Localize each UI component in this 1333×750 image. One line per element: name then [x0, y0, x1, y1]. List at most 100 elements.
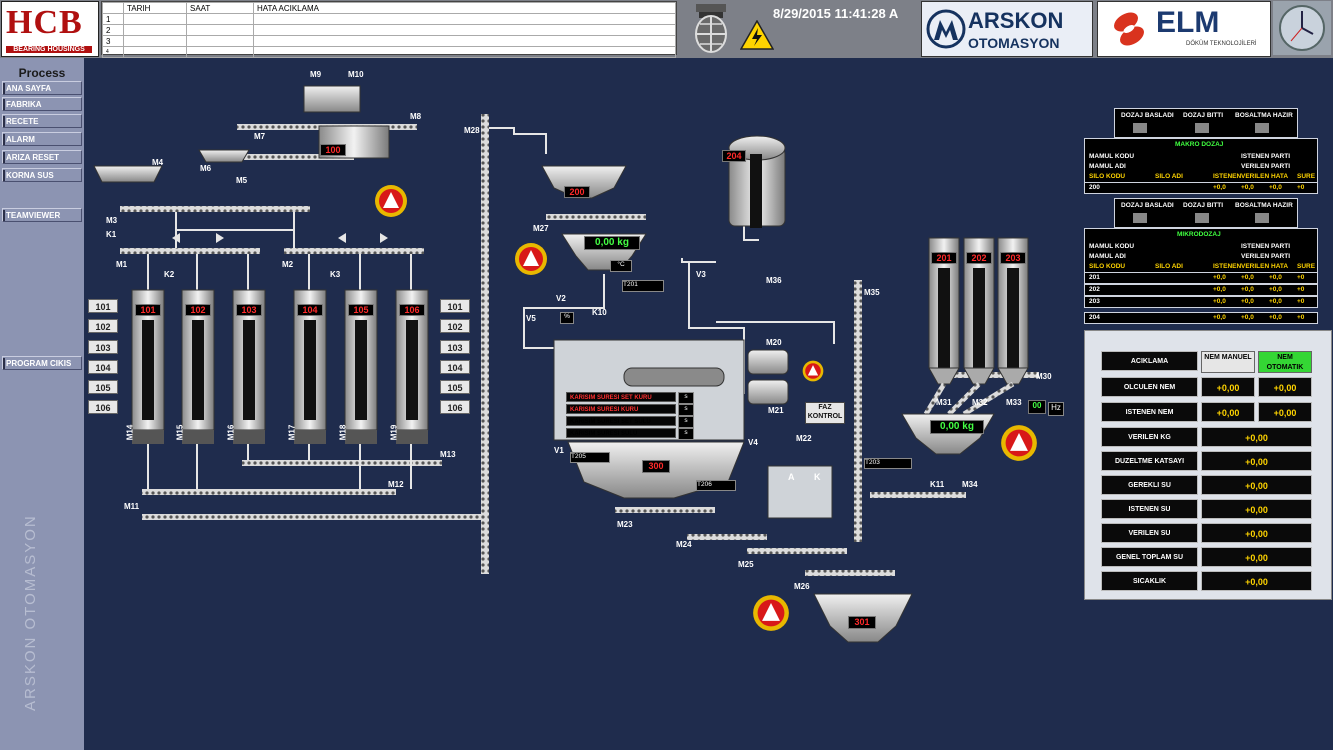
arskon-title: ARSKON: [968, 8, 1064, 33]
dosing-label: DOZAJ BASLADI: [1121, 112, 1174, 119]
motor-label: M4: [152, 158, 164, 167]
mikro-row[interactable]: 201 +0,0 +0,0 +0,0 +0: [1084, 272, 1318, 284]
motor-label: V3: [696, 270, 706, 279]
table-row[interactable]: 1: [102, 13, 676, 25]
mikro-row[interactable]: 203 +0,0 +0,0 +0,0 +0: [1084, 296, 1318, 308]
sidebar-item-fabrika[interactable]: FABRIKA: [2, 97, 82, 111]
arrow-right-icon[interactable]: [214, 232, 226, 244]
alarm-horn-icon[interactable]: [802, 360, 824, 382]
silo-tag-left[interactable]: 105: [88, 380, 118, 394]
mikro-row-value: +0: [1297, 298, 1305, 305]
motor-label: V1: [554, 446, 564, 455]
mikro-row-value: +0,0: [1213, 286, 1226, 293]
mikro-row[interactable]: 204 +0,0 +0,0 +0,0 +0: [1084, 312, 1318, 324]
nem-row-value[interactable]: +0,00: [1201, 377, 1255, 397]
mikro-row[interactable]: 202 +0,0 +0,0 +0,0 +0: [1084, 284, 1318, 296]
t205-label: T205: [570, 452, 610, 463]
motor-label: K11: [930, 480, 945, 489]
nem-row-value[interactable]: +0,00: [1201, 499, 1312, 519]
alarm-horn-icon[interactable]: [514, 242, 548, 276]
conveyor-m3: [120, 206, 310, 212]
motor-label: V5: [526, 314, 536, 323]
alarm-horn-icon[interactable]: [752, 594, 790, 632]
silo-tag-right[interactable]: 101: [440, 299, 470, 313]
nem-manual-button[interactable]: NEM MANUEL: [1201, 351, 1255, 373]
valve-label-a: A: [788, 472, 795, 482]
silo-tag-left[interactable]: 104: [88, 360, 118, 374]
valve-label-k: K: [814, 472, 821, 482]
dosing-indicator: [1255, 123, 1269, 133]
nem-row-value[interactable]: +0,00: [1201, 523, 1312, 543]
faz-kontrol-button[interactable]: FAZ KONTROL: [805, 402, 845, 424]
alarm-horn-icon[interactable]: [1000, 424, 1038, 462]
table-row[interactable]: 2: [102, 24, 676, 36]
silo-tag-right[interactable]: 103: [440, 340, 470, 354]
arskon-logo: ARSKON OTOMASYON: [921, 1, 1093, 57]
tank-display-204: 204: [722, 150, 746, 162]
silo-group: [131, 289, 429, 444]
alarm-log-table[interactable]: TARIH SAAT HATA ACIKLAMA 1 2 3 4: [101, 1, 677, 58]
nem-auto-button[interactable]: NEM OTOMATIK: [1258, 351, 1312, 373]
motor-label: M14: [125, 424, 135, 441]
sidebar-item-alarm[interactable]: ALARM: [2, 132, 82, 146]
table-row[interactable]: 4: [102, 46, 676, 58]
temp-unit: °C: [610, 260, 632, 272]
sidebar-item-korna-sus[interactable]: KORNA SUS: [2, 168, 82, 182]
conveyor-m13: [242, 460, 442, 466]
makro-left-label: MAMUL ADI: [1089, 163, 1126, 170]
nem-row-value[interactable]: +0,00: [1201, 451, 1312, 471]
mikro-header: SILO KODU: [1089, 263, 1126, 270]
silo-tag-right[interactable]: 102: [440, 319, 470, 333]
motor-label: M30: [1036, 372, 1052, 381]
motor-label: M13: [440, 450, 456, 459]
nem-row-value[interactable]: +0,00: [1258, 377, 1312, 397]
mikro-row-value: +0,0: [1213, 314, 1226, 321]
sidebar-item-teamviewer[interactable]: TEAMVIEWER: [2, 208, 82, 222]
silo-tag-left[interactable]: 103: [88, 340, 118, 354]
makro-dozaj-panel: MAKRO DOZAJ MAMUL KODU MAMUL ADI ISTENEN…: [1084, 138, 1318, 184]
makro-header: ISTENEN: [1213, 173, 1242, 180]
sidebar-item-recete[interactable]: RECETE: [2, 114, 82, 128]
conveyor-m26: [805, 570, 895, 576]
nem-row-value[interactable]: +0,00: [1201, 427, 1312, 447]
mikro-header: SILO ADI: [1155, 263, 1183, 270]
silo-tag-right[interactable]: 106: [440, 400, 470, 414]
silo-tag-left[interactable]: 106: [88, 400, 118, 414]
arrow-right-icon[interactable]: [378, 232, 390, 244]
mix-status-label: KARISIM SURESI SET KURU: [570, 395, 652, 401]
arrow-left-icon[interactable]: [336, 232, 348, 244]
makro-row[interactable]: 200 +0,0 +0,0 +0,0 +0: [1084, 182, 1318, 194]
sidebar-item-program-cikis[interactable]: PROGRAM CIKIS: [2, 356, 82, 370]
dosing-indicator: [1195, 123, 1209, 133]
motor-label: M35: [864, 288, 880, 297]
makro-right-label: ISTENEN PARTI: [1241, 153, 1290, 160]
dosing-indicator: [1195, 213, 1209, 223]
motor-label: M31: [936, 398, 952, 407]
mikro-left-label: MAMUL KODU: [1089, 243, 1135, 250]
nem-row-value[interactable]: +0,00: [1201, 402, 1255, 422]
silo-tag-right[interactable]: 104: [440, 360, 470, 374]
sidebar-item-ariza-reset[interactable]: ARIZA RESET: [2, 150, 82, 164]
nem-row-value[interactable]: +0,00: [1201, 547, 1312, 567]
nem-row-value[interactable]: +0,00: [1258, 402, 1312, 422]
motor-label: M32: [972, 398, 988, 407]
silo-tag-right[interactable]: 105: [440, 380, 470, 394]
table-row[interactable]: 3: [102, 35, 676, 47]
arrow-left-icon[interactable]: [170, 232, 182, 244]
silo-number: 106: [399, 304, 425, 316]
top-bar: HCB BEARING HOUSINGS TARIH SAAT HATA ACI…: [0, 0, 1333, 58]
motor-label: M26: [794, 582, 810, 591]
conveyor-m25: [747, 548, 847, 554]
nem-row-value[interactable]: +0,00: [1201, 571, 1312, 591]
alarm-col-index: [102, 2, 124, 14]
motor-label: K2: [164, 270, 175, 279]
silo-tag-left[interactable]: 102: [88, 319, 118, 333]
clock-widget: [1273, 1, 1331, 55]
sidebar-item-ana-sayfa[interactable]: ANA SAYFA: [2, 81, 82, 95]
makro-header: SILO ADI: [1155, 173, 1183, 180]
nem-row-value[interactable]: +0,00: [1201, 475, 1312, 495]
silo-tag-left[interactable]: 101: [88, 299, 118, 313]
clock-icon: [1279, 5, 1325, 51]
alarm-horn-icon[interactable]: [374, 184, 408, 218]
mikro-left-label: MAMUL ADI: [1089, 253, 1126, 260]
